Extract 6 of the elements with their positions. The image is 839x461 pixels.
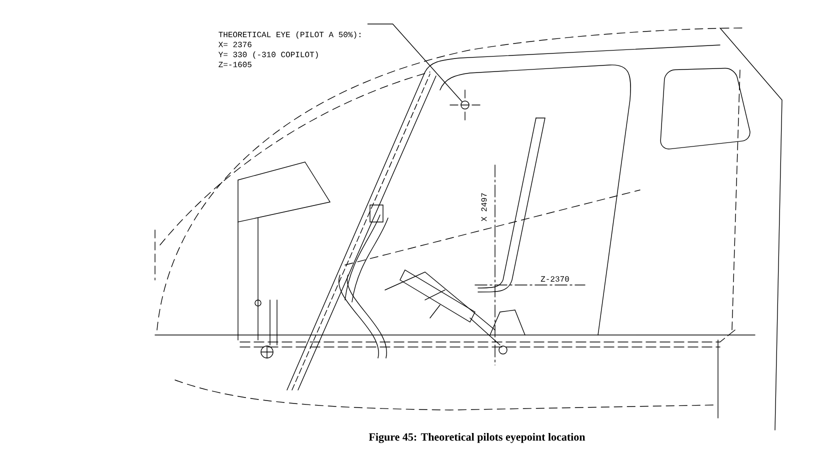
dimension-label: Z-2370: [540, 276, 569, 282]
eye-point-symbol: [450, 90, 480, 120]
leader-line: [367, 24, 462, 102]
dimension-label: X 2497: [480, 192, 488, 222]
figure-caption: Figure 45: Theoretical pilots eyepoint location: [368, 432, 586, 444]
annotation-text: THEORETICAL EYE (PILOT A 50%): X= 2376 Y= 330 (-310 COPILOT) Z=-1605: [218, 31, 360, 68]
